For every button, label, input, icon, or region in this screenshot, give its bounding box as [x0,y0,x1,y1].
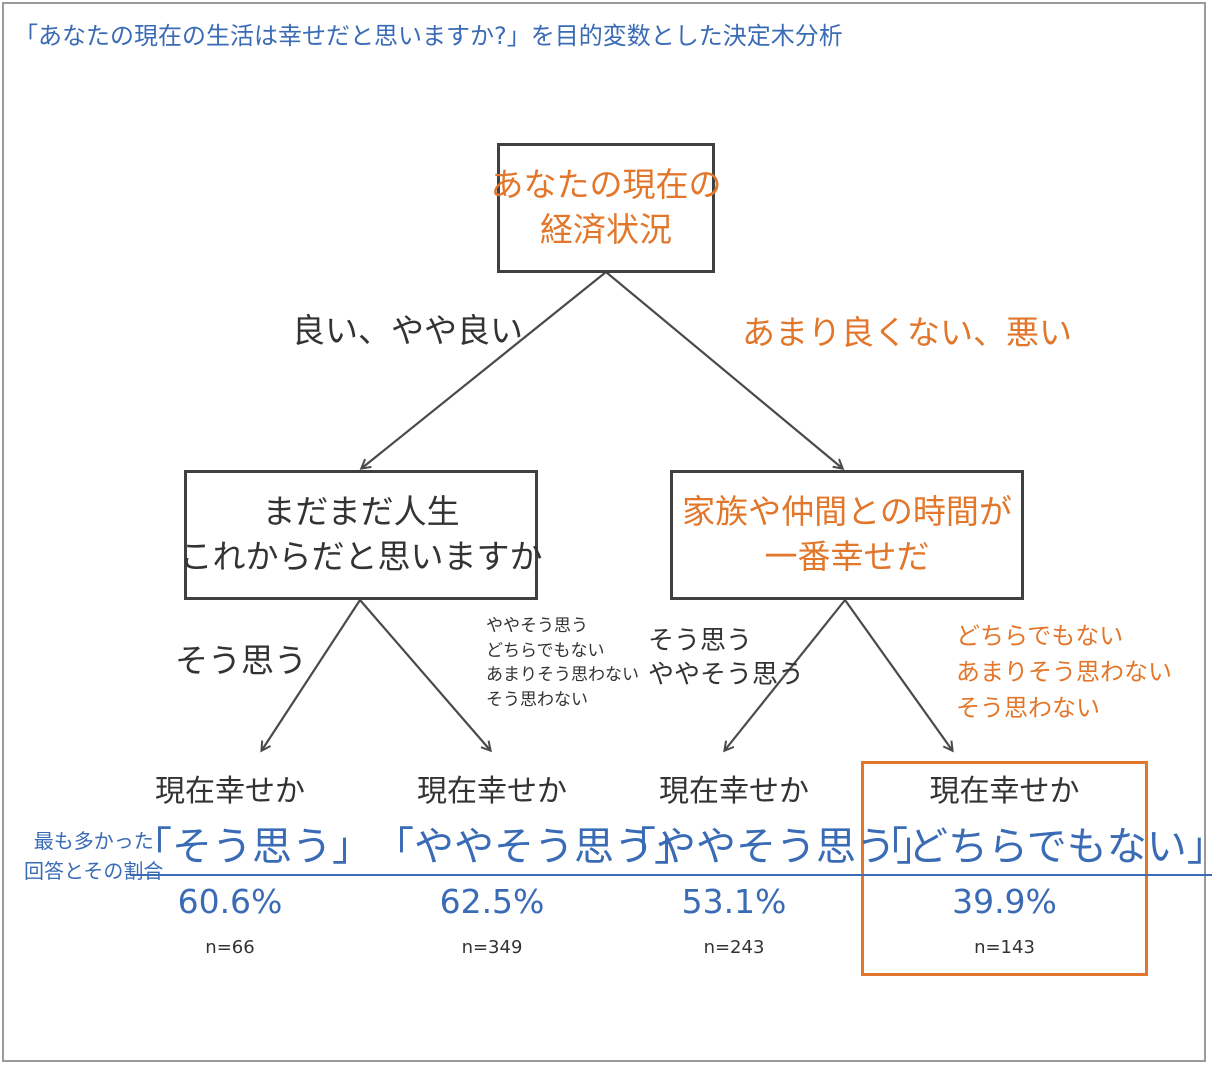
leaf-n: n=349 [461,937,523,958]
leaf-question: 現在幸せか [155,774,305,809]
edge-label-root-right: あまり良くない、悪い [742,313,1072,352]
edge-left-left [262,599,361,750]
leaf-answer: 「ややそう思う」 [372,814,696,876]
leaf-percent: 62.5% [439,882,545,921]
edge-label-right-left: そう思う ややそう思う [648,626,805,691]
root-node: あなたの現在の 経済状況 [491,143,722,273]
leaf-percent: 39.9% [952,882,1057,921]
left-node: まだまだ人生 これからだと思いますか [180,470,543,600]
root-node-line2: 経済状況 [540,210,672,249]
leaf-answer: 「そう思う」 [130,814,374,876]
edge-right-right [844,599,952,750]
leaf-n: n=243 [703,937,765,958]
edge-label-right-right: どちらでもない あまりそう思わない そう思わない [956,622,1172,722]
edge-left-right [359,599,490,750]
leaf-percent: 60.6% [177,882,283,921]
leaf-answer: 「ややそう思う」 [614,814,938,876]
leaf-question: 現在幸せか [929,774,1080,809]
left-node-line1: まだまだ人生 [262,492,460,532]
leaf-4: 現在幸せか 「どちらでもない」 39.9% n=143 [866,766,1212,958]
right-node-line1: 家族や仲間との時間が [682,492,1012,532]
edge-label-left-right: ややそう思う どちらでもない あまりそう思わない そう思わない [486,616,639,710]
leaf-n: n=66 [205,937,255,958]
root-node-line1: あなたの現在の [490,165,722,205]
leaf-3: 現在幸せか 「ややそう思う」 53.1% n=243 [614,766,938,958]
edge-root-left [362,271,607,468]
edge-right-left [725,599,846,750]
right-node: 家族や仲間との時間が 一番幸せだ [670,470,1024,600]
leaf-1: 現在幸せか 「そう思う」 60.6% n=66 [130,766,374,958]
edge-label-left-left: そう思う [175,641,307,680]
edge-root-right [605,271,842,468]
right-node-line2: 一番幸せだ [764,537,930,576]
leaf-question: 現在幸せか [659,774,809,809]
edge-label-root-left: 良い、やや良い [292,311,523,350]
left-node-line2: これからだと思いますか [179,537,543,576]
side-label-most-common: 最も多かった 回答とその割合 [24,829,164,883]
leaf-2: 現在幸せか 「ややそう思う」 62.5% n=349 [372,766,696,958]
figure-title: 「あなたの現在の生活は幸せだと思いますか?」を目的変数とした決定木分析 [14,22,843,50]
highlight-box [861,761,1148,976]
leaf-question: 現在幸せか [417,774,567,809]
leaf-percent: 53.1% [681,882,787,921]
leaf-n: n=143 [974,937,1035,958]
leaf-answer: 「どちらでもない」 [866,814,1212,876]
